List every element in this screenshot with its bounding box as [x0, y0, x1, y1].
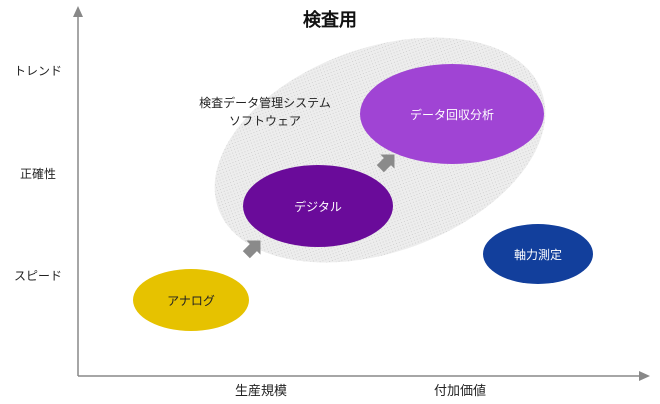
region-label: 検査データ管理システム ソフトウェア	[180, 94, 350, 130]
x-axis-arrowhead	[639, 371, 650, 381]
bubble-axial-force	[483, 224, 593, 284]
bubble-digital	[243, 165, 393, 247]
x-label-production-scale: 生産規模	[234, 384, 287, 399]
bubble-label-axial-force: 軸力測定	[513, 248, 562, 262]
bubble-label-data-analysis: データ回収分析	[409, 108, 494, 122]
y-label-accuracy: 正確性	[19, 167, 56, 181]
y-label-trend: トレンド	[13, 64, 62, 78]
arrow-analog-to-digital-icon	[242, 240, 261, 259]
x-label-added-value: 付加価値	[433, 384, 486, 399]
bubble-analog	[133, 269, 249, 331]
region-label-line1: 検査データ管理システム	[199, 96, 331, 110]
diagram-title: 検査用	[303, 10, 357, 31]
bubble-label-digital: デジタル	[294, 200, 342, 214]
bubble-label-analog: アナログ	[167, 294, 215, 308]
region-label-line2: ソフトウェア	[228, 114, 301, 128]
y-label-speed: スピード	[13, 269, 62, 283]
y-axis-arrowhead	[73, 6, 83, 17]
arrow-digital-to-analysis-icon	[376, 154, 395, 173]
bubble-data-analysis	[360, 64, 544, 164]
